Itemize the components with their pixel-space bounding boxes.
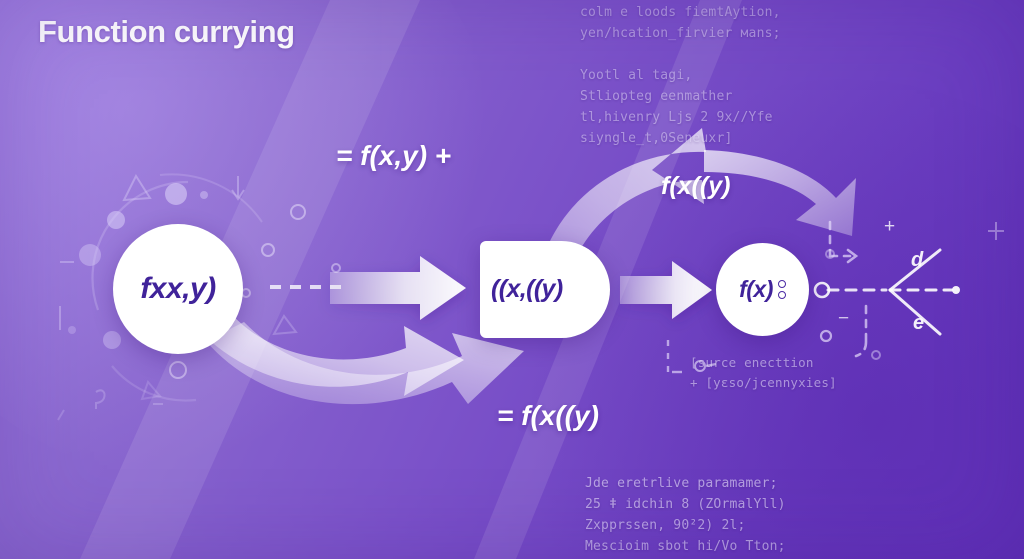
formula-curved-arrow: f(x((y) [661, 172, 731, 200]
code-snippet-mid-right: [surce enecttion + [yɛso/jcennyxies] [690, 355, 837, 391]
node-source-label: fxx,y) [140, 272, 216, 305]
node-curried-function[interactable]: ((x,((y) [480, 241, 610, 338]
node-result-label: f(x) [739, 276, 773, 302]
arrow-curried-to-result [620, 261, 712, 319]
node-result-function[interactable]: f(x) [716, 243, 809, 336]
arrow-source-to-curried [330, 256, 466, 320]
node-result-dots-icon [777, 280, 786, 299]
decor-glyphs-right [825, 222, 1004, 360]
code-snippet-bottom-right: Jde eretrlive paramamer; 25 ǂ idchin 8 (… [585, 476, 786, 555]
minus-sign-icon: − [838, 308, 850, 329]
decor-fork-right [813, 248, 960, 336]
fork-label-lower: e [913, 312, 925, 334]
page-title: Function currying [38, 14, 295, 49]
curved-arrow-lower-outer [206, 322, 524, 405]
background-sheen-left [0, 0, 500, 480]
code-snippet-top-right: colm e loods fiemtAytion, yen/hcation_fi… [580, 5, 781, 147]
plus-sign-icon: + [884, 216, 896, 237]
curved-arrow-lower-inner [196, 310, 464, 396]
fork-label-upper: d [911, 249, 924, 271]
formula-bottom: = f(x((y) [497, 400, 599, 431]
decor-dashes-right [819, 220, 868, 358]
node-curried-label: ((x,((y) [491, 275, 563, 303]
node-source-function[interactable]: fxx,y) [113, 224, 243, 354]
formula-top: = f(x,y) + [336, 140, 452, 171]
